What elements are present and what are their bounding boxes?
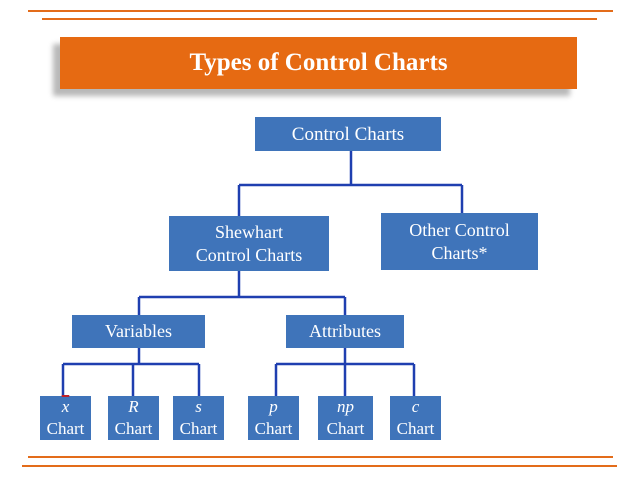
leaf-np-chart: np Chart — [318, 396, 373, 440]
node-variables: Variables — [72, 315, 205, 348]
leaf-c-label: Chart — [396, 419, 435, 438]
leaf-r-chart: R Chart — [108, 396, 159, 440]
node-control-charts: Control Charts — [255, 117, 441, 151]
node-attributes: Attributes — [286, 315, 404, 348]
node-control-charts-label: Control Charts — [291, 123, 405, 145]
node-attributes-label: Attributes — [309, 321, 381, 341]
leaf-s-symbol: s — [195, 397, 202, 416]
leaf-p-symbol: p — [269, 397, 278, 416]
title-banner: Types of Control Charts — [60, 37, 577, 89]
leaf-r-symbol: R — [128, 397, 139, 416]
leaf-xbar-label: Chart — [46, 419, 85, 438]
top-rule-1 — [28, 10, 613, 12]
node-shewhart-line2: Control Charts — [195, 244, 303, 265]
leaf-xbar-symbol: x — [61, 397, 70, 416]
leaf-p-chart: p Chart — [248, 396, 299, 440]
leaf-s-chart: s Chart — [173, 396, 224, 440]
node-other-control-charts: Other Control Charts* — [381, 213, 538, 270]
node-other-line1: Other Control — [409, 219, 510, 240]
node-variables-label: Variables — [105, 321, 172, 341]
leaf-np-label: Chart — [326, 419, 365, 438]
node-other-line2: Charts* — [431, 242, 488, 263]
bottom-rule-1 — [28, 456, 613, 458]
top-rule-2 — [42, 18, 597, 20]
bottom-rule-2 — [22, 465, 617, 467]
leaf-xbar-chart: x Chart — [40, 396, 91, 440]
leaf-r-label: Chart — [114, 419, 153, 438]
leaf-s-label: Chart — [179, 419, 218, 438]
leaf-c-symbol: c — [411, 397, 420, 416]
leaf-np-symbol: np — [337, 397, 354, 416]
leaf-p-label: Chart — [254, 419, 293, 438]
node-shewhart: Shewhart Control Charts — [169, 216, 329, 271]
node-shewhart-line1: Shewhart — [215, 221, 283, 242]
page-title: Types of Control Charts — [189, 49, 448, 76]
leaf-c-chart: c Chart — [390, 396, 441, 440]
